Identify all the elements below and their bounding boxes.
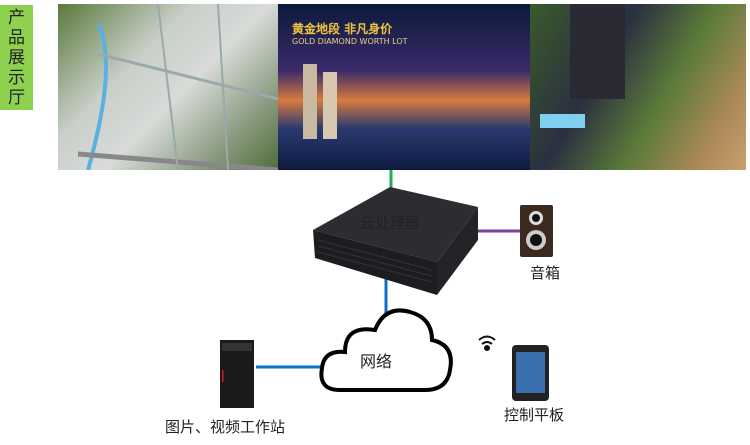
city-model-photo <box>58 4 278 170</box>
showroom-label: 产 品 展 示 厅 <box>0 5 33 110</box>
tower-building <box>323 72 337 139</box>
label-char: 示 <box>8 67 25 88</box>
tower-model <box>570 4 625 99</box>
network-label: 网络 <box>360 352 393 371</box>
residential-model-photo <box>530 4 746 170</box>
workstation-label: 图片、视频工作站 <box>165 418 286 436</box>
tower-building <box>303 64 317 139</box>
wifi-icon <box>478 335 496 351</box>
server-icon <box>313 187 478 295</box>
speaker-icon <box>520 205 553 257</box>
cloud-icon <box>319 308 453 392</box>
pool <box>540 114 585 128</box>
tablet-icon <box>512 345 549 401</box>
label-char: 产 <box>8 7 25 28</box>
label-char: 品 <box>8 27 25 48</box>
processor-label: 云处理器 <box>360 214 421 232</box>
tablet-label: 控制平板 <box>504 406 565 424</box>
advertising-banner: 黄金地段 非凡身价 GOLD DIAMOND WORTH LOT <box>278 4 530 170</box>
label-char: 厅 <box>8 87 25 108</box>
banner-subtitle: GOLD DIAMOND WORTH LOT <box>292 37 408 46</box>
banner-title: 黄金地段 非凡身价 <box>292 22 393 36</box>
speaker-label: 音箱 <box>530 264 561 282</box>
workstation-tower-icon <box>220 340 254 408</box>
label-char: 展 <box>8 47 25 68</box>
city-grid <box>77 4 278 170</box>
